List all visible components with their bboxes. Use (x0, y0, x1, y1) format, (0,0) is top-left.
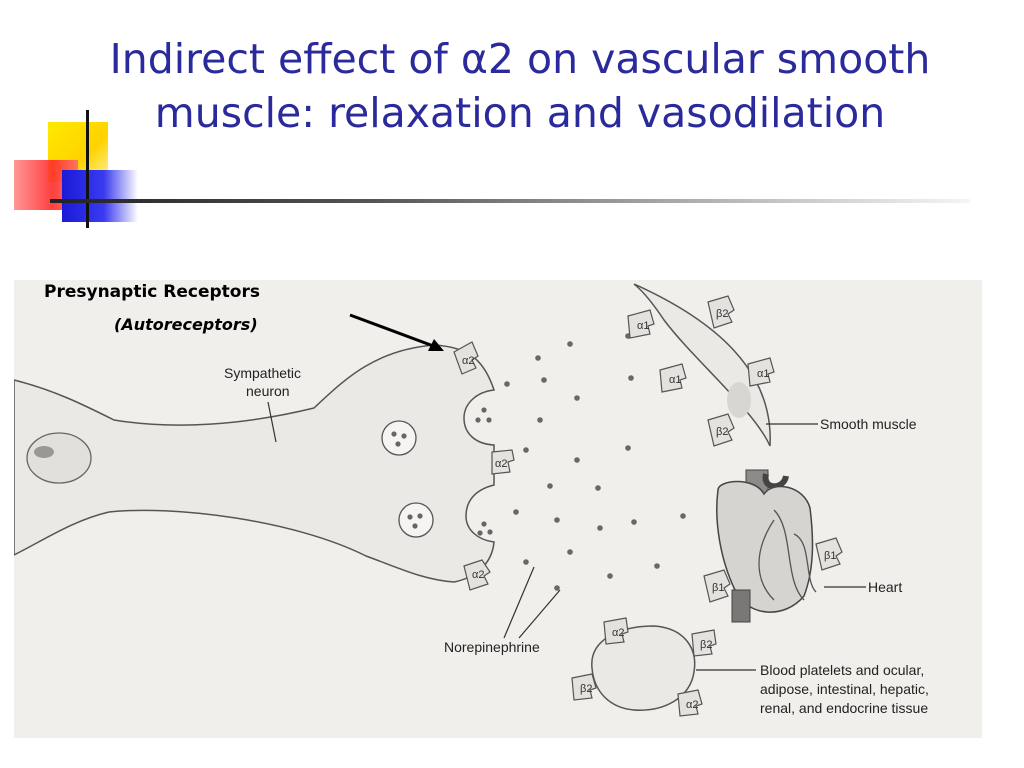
platelets-label-line-3: renal, and endocrine tissue (760, 700, 928, 716)
neuron-nucleus (26, 432, 92, 484)
sympathetic-neuron-label-line-2: neuron (246, 383, 290, 399)
vesicle (398, 502, 434, 538)
svg-text:α2: α2 (462, 355, 474, 367)
svg-text:α2: α2 (472, 569, 484, 581)
beta2-receptor: β2 (571, 673, 597, 701)
svg-text:β2: β2 (580, 683, 592, 695)
beta2-receptor: β2 (691, 629, 717, 657)
norepinephrine-molecules (504, 333, 686, 591)
alpha2-receptor-bottom: α2 (463, 559, 491, 591)
beta2-receptor: β2 (707, 413, 735, 447)
slide-title: Indirect effect of α2 on vascular smooth… (60, 32, 980, 140)
svg-text:β2: β2 (700, 639, 712, 651)
svg-text:α1: α1 (637, 320, 649, 332)
alpha2-receptor-middle: α2 (491, 449, 515, 475)
svg-text:α2: α2 (686, 699, 698, 711)
svg-text:α2: α2 (612, 627, 624, 639)
title-line-1: Indirect effect of α2 on vascular smooth (109, 35, 931, 83)
arrow-icon (349, 313, 444, 351)
svg-text:α2: α2 (495, 458, 507, 470)
platelets-label-line-1: Blood platelets and ocular, (760, 662, 924, 678)
beta1-receptor: β1 (815, 537, 843, 571)
sympathetic-neuron-label-line-1: Sympathetic (224, 365, 301, 381)
alpha1-receptor: α1 (627, 309, 655, 339)
alpha2-receptor-top: α2 (453, 341, 479, 375)
beta1-receptor: β1 (703, 569, 731, 603)
svg-text:β1: β1 (824, 550, 836, 562)
norepinephrine-label: Norepinephrine (444, 639, 540, 655)
beta2-receptor: β2 (707, 295, 735, 329)
svg-text:β2: β2 (716, 426, 728, 438)
autoreceptors-label: (Autoreceptors) (114, 315, 258, 334)
platelets-label-line-2: adipose, intestinal, hepatic, (760, 681, 929, 697)
svg-text:β1: β1 (712, 582, 724, 594)
svg-text:β2: β2 (716, 308, 728, 320)
diagram-canvas: α2 α2 α2 α1 (14, 283, 929, 717)
svg-text:α1: α1 (669, 374, 681, 386)
svg-text:α1: α1 (757, 368, 769, 380)
smooth-muscle-label: Smooth muscle (820, 416, 917, 432)
alpha2-receptor: α2 (603, 617, 629, 645)
alpha2-receptor: α2 (677, 689, 703, 717)
title-line-2: muscle: relaxation and vasodilation (154, 89, 886, 137)
decorative-blue-square (62, 170, 138, 222)
nucleolus (34, 446, 54, 458)
presynaptic-receptors-label: Presynaptic Receptors (44, 282, 260, 302)
alpha1-receptor: α1 (747, 357, 775, 387)
heart (716, 469, 817, 623)
heart-label: Heart (868, 579, 902, 595)
alpha1-receptor: α1 (659, 363, 687, 393)
decorative-vertical-line (86, 110, 89, 228)
smooth-muscle-cell (633, 283, 771, 447)
vesicle (381, 420, 417, 456)
title-underline (50, 199, 970, 203)
receptor-diagram: α2 α2 α2 α1 (14, 280, 982, 738)
